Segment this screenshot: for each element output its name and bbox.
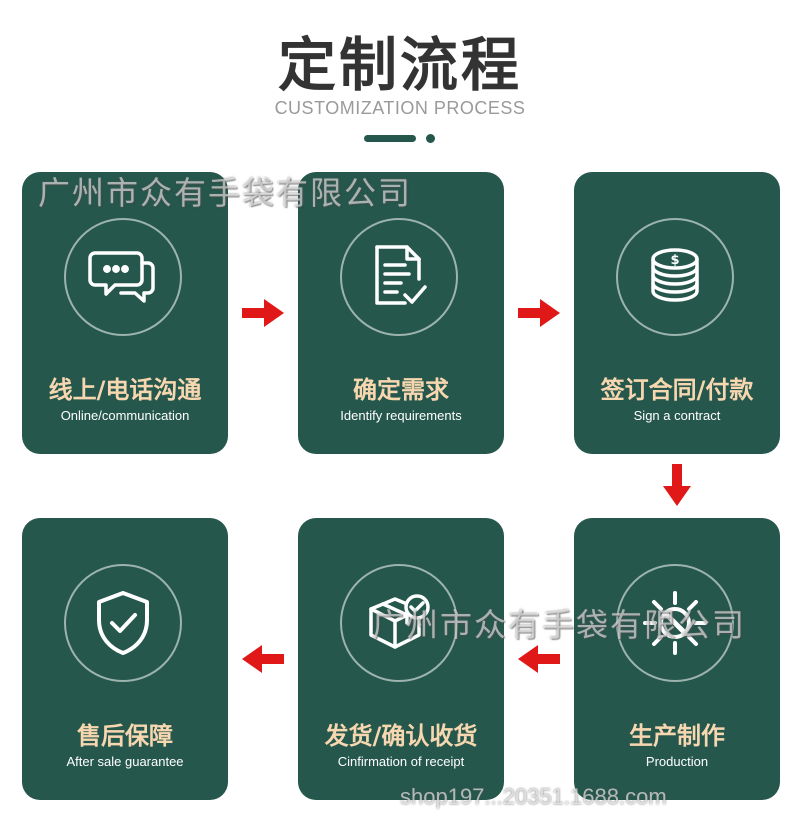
arrow-right-icon: [242, 299, 284, 327]
step-card-production: 生产制作 Production: [574, 518, 780, 800]
arrow-right-icon: [518, 299, 560, 327]
svg-text:$: $: [670, 253, 679, 268]
step-title-en: Production: [645, 754, 709, 769]
arrow-left-icon: [518, 645, 560, 673]
step-card-confirmation-receipt: 发货/确认收货 Cinfirmation of receipt: [298, 518, 504, 800]
step-card-identify-requirements: 确定需求 Identify requirements: [298, 172, 504, 454]
coin-stack-icon: $: [651, 248, 699, 302]
icon-ring: [616, 564, 734, 682]
step-title-zh: 发货/确认收货: [324, 722, 478, 750]
step-title-en: Online/communication: [60, 408, 190, 423]
icon-ring: [340, 564, 458, 682]
icon-ring: [340, 218, 458, 336]
step-title-en: Sign a contract: [633, 408, 721, 423]
gear-wrench-icon: [643, 591, 707, 655]
title-underline-dot: [426, 134, 435, 143]
step-title-zh: 生产制作: [629, 722, 725, 750]
box-check-icon: [369, 594, 430, 649]
watermark-url: shop197...20351.1688.com: [400, 784, 667, 809]
step-card-online-communication: 线上/电话沟通 Online/communication: [22, 172, 228, 454]
step-card-after-sale: 售后保障 After sale guarantee: [22, 518, 228, 800]
icon-ring: [64, 218, 182, 336]
icon-ring: $: [616, 218, 734, 336]
step-title-zh: 确定需求: [353, 376, 449, 404]
arrow-left-icon: [242, 645, 284, 673]
title-underline-bar: [364, 135, 416, 142]
step-title-en: Cinfirmation of receipt: [337, 754, 465, 769]
step-title-en: After sale guarantee: [66, 754, 184, 769]
step-title-zh: 售后保障: [77, 722, 173, 750]
page-subtitle: CUSTOMIZATION PROCESS: [274, 98, 526, 118]
step-title-zh: 线上/电话沟通: [48, 376, 202, 404]
step-card-sign-contract: $ 签订合同/付款 Sign a contract: [574, 172, 780, 454]
arrow-down-icon: [663, 464, 691, 506]
document-check-icon: [375, 245, 427, 305]
chat-bubbles-icon: [88, 251, 155, 303]
step-title-en: Identify requirements: [340, 408, 462, 423]
watermark-company: 广州市众有手袋有限公司: [38, 174, 413, 212]
shield-check-icon: [97, 591, 149, 655]
page-title: 定制流程: [277, 31, 522, 99]
step-title-zh: 签订合同/付款: [600, 376, 754, 404]
watermark-company: 广州市众有手袋有限公司: [372, 606, 747, 644]
icon-ring: [64, 564, 182, 682]
